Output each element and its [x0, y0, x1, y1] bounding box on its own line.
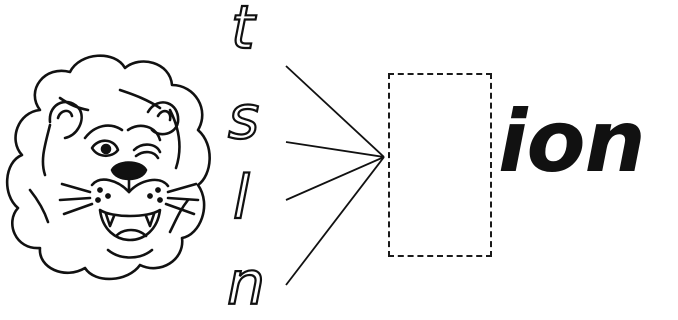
connector-line-n — [286, 157, 384, 285]
connector-line-l — [286, 157, 384, 200]
word-suffix: ion — [498, 99, 645, 185]
answer-blank-box[interactable] — [388, 73, 492, 257]
